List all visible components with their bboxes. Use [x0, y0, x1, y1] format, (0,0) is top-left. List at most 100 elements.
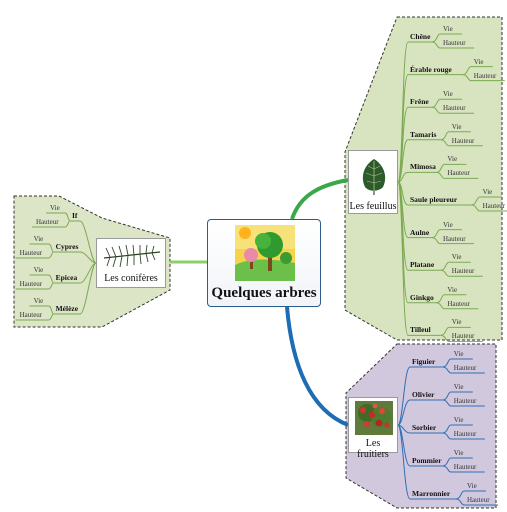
subtopic-mimosa[interactable]: Mimosa — [410, 162, 436, 172]
leaf-life-tilleul[interactable]: Vie — [451, 318, 462, 327]
connector-mimosa — [397, 171, 437, 183]
leaf-life-if[interactable]: Vie — [50, 204, 60, 212]
leaf-height-sorbier[interactable]: Hauteur — [453, 430, 477, 438]
connector-meleze — [53, 262, 97, 315]
leaf-height-tamaris[interactable]: Hauteur — [451, 136, 475, 145]
leaf-life-saule-pleureur[interactable]: Vie — [482, 188, 493, 196]
topic-feuillus[interactable]: Les feuillus — [348, 150, 398, 214]
leaf-height-erable-rouge[interactable]: Hauteur — [473, 71, 497, 80]
leaf-height-chene[interactable]: Hauteur — [443, 39, 466, 47]
connector-height-epicea — [15, 282, 54, 290]
leaf-height-platane[interactable]: Hauteur — [451, 267, 475, 276]
connector-height-meleze — [15, 313, 54, 321]
subtopic-tamaris[interactable]: Tamaris — [410, 129, 437, 139]
leaf-life-ginkgo[interactable]: Vie — [447, 285, 458, 294]
leaf-height-figuier[interactable]: Hauteur — [453, 364, 477, 372]
subtopic-olivier[interactable]: Olivier — [412, 390, 435, 399]
leaf-height-pommier[interactable]: Hauteur — [453, 463, 477, 471]
connector-height-frene — [431, 106, 474, 114]
leaf-height-cypres[interactable]: Hauteur — [19, 249, 43, 257]
connector-height-pommier — [442, 465, 485, 473]
connector-if — [70, 220, 97, 264]
subtopic-frene[interactable]: Frêne — [410, 97, 429, 107]
leaf-height-meleze[interactable]: Hauteur — [19, 311, 43, 319]
subtopic-chene[interactable]: Chêne — [410, 32, 431, 41]
subtopic-pommier[interactable]: Pommier — [412, 456, 442, 465]
subtopic-tilleul[interactable]: Tilleul — [410, 325, 431, 335]
leaf-life-sorbier[interactable]: Vie — [453, 416, 464, 424]
connector-height-figuier — [442, 366, 485, 374]
topic-coniferes-label: Les conifères — [104, 273, 158, 284]
leaf-height-tilleul[interactable]: Hauteur — [451, 332, 475, 341]
connector-marronnier — [397, 424, 456, 500]
subtopic-aulne[interactable]: Aulne — [410, 227, 430, 237]
leaf-height-epicea[interactable]: Hauteur — [19, 280, 43, 288]
subtopic-epicea[interactable]: Epicea — [55, 273, 78, 282]
subtopic-ginkgo[interactable]: Ginkgo — [410, 292, 434, 302]
leaf-life-cypres[interactable]: Vie — [33, 235, 44, 243]
leaf-height-frene[interactable]: Hauteur — [443, 104, 466, 113]
connector-height-sorbier — [442, 432, 485, 440]
connector-cypres — [53, 251, 97, 264]
leaf-life-tamaris[interactable]: Vie — [451, 122, 462, 131]
leaf-life-meleze[interactable]: Vie — [33, 297, 44, 305]
leaf-life-marronnier[interactable]: Vie — [467, 482, 477, 490]
leaf-height-ginkgo[interactable]: Hauteur — [447, 299, 470, 308]
feuillus-region — [344, 16, 503, 341]
subtopic-meleze[interactable]: Mélèze — [55, 304, 79, 313]
subtopic-figuier[interactable]: Figuier — [412, 357, 436, 366]
leaf-life-pommier[interactable]: Vie — [453, 449, 464, 457]
fruitiers-connectors — [397, 358, 498, 506]
connector-height-olivier — [442, 399, 485, 407]
leaf-height-if[interactable]: Hauteur — [36, 218, 59, 226]
connector-height-saule-pleureur — [471, 204, 507, 212]
subtopic-marronnier[interactable]: Marronnier — [412, 489, 451, 498]
leaf-life-erable-rouge[interactable]: Vie — [473, 57, 484, 66]
leaf-life-olivier[interactable]: Vie — [453, 383, 464, 391]
leaf-life-aulne[interactable]: Vie — [443, 220, 453, 229]
pine-branch-icon — [103, 244, 161, 268]
leaf-life-chene[interactable]: Vie — [443, 25, 453, 33]
connector-height-tamaris — [440, 139, 483, 147]
subtopic-if[interactable]: If — [72, 211, 78, 220]
leaf-height-marronnier[interactable]: Hauteur — [467, 496, 490, 504]
subtopic-erable-rouge[interactable]: Érable rouge — [410, 64, 452, 74]
connector-height-mimosa — [436, 171, 479, 179]
topic-fruitiers-label: Les fruitiers — [357, 438, 389, 460]
central-title: Quelques arbres — [211, 285, 317, 301]
subtopic-cypres[interactable]: Cypres — [55, 242, 79, 251]
connector-tamaris — [397, 139, 441, 183]
topic-feuillus-label: Les feuillus — [349, 201, 397, 212]
coniferes-connectors — [15, 212, 97, 321]
leaf-life-platane[interactable]: Vie — [451, 253, 462, 262]
connector-tilleul — [397, 181, 441, 336]
subtopic-platane[interactable]: Platane — [410, 260, 435, 270]
leaf-height-saule-pleureur[interactable]: Hauteur — [482, 202, 506, 210]
subtopic-saule-pleureur[interactable]: Saule pleureur — [410, 195, 458, 204]
leaf-height-mimosa[interactable]: Hauteur — [447, 169, 470, 178]
connector-height-marronnier — [455, 498, 498, 506]
connector-height-if — [32, 220, 71, 228]
connector-sorbier — [397, 424, 443, 434]
leaf-icon — [362, 159, 386, 195]
connector-height-erable-rouge — [462, 74, 505, 82]
central-topic[interactable]: Quelques arbres — [207, 219, 321, 307]
topic-coniferes[interactable]: Les conifères — [96, 238, 166, 288]
leaf-life-figuier[interactable]: Vie — [453, 350, 464, 358]
leaf-height-aulne[interactable]: Hauteur — [443, 234, 466, 243]
fruitiers-region — [345, 343, 497, 509]
subtopic-sorbier[interactable]: Sorbier — [412, 423, 437, 432]
connector-height-chene — [431, 41, 474, 49]
topic-fruitiers[interactable]: Les fruitiers — [348, 397, 398, 460]
leaf-life-mimosa[interactable]: Vie — [447, 155, 458, 164]
leaf-height-olivier[interactable]: Hauteur — [453, 397, 477, 405]
connector-height-tilleul — [440, 334, 483, 342]
connector-figuier — [397, 366, 443, 426]
connector-height-platane — [440, 269, 483, 277]
connector-height-ginkgo — [436, 302, 479, 310]
leaf-life-frene[interactable]: Vie — [443, 90, 453, 99]
leaf-life-epicea[interactable]: Vie — [33, 266, 44, 274]
branch-fruitiers — [285, 306, 349, 427]
